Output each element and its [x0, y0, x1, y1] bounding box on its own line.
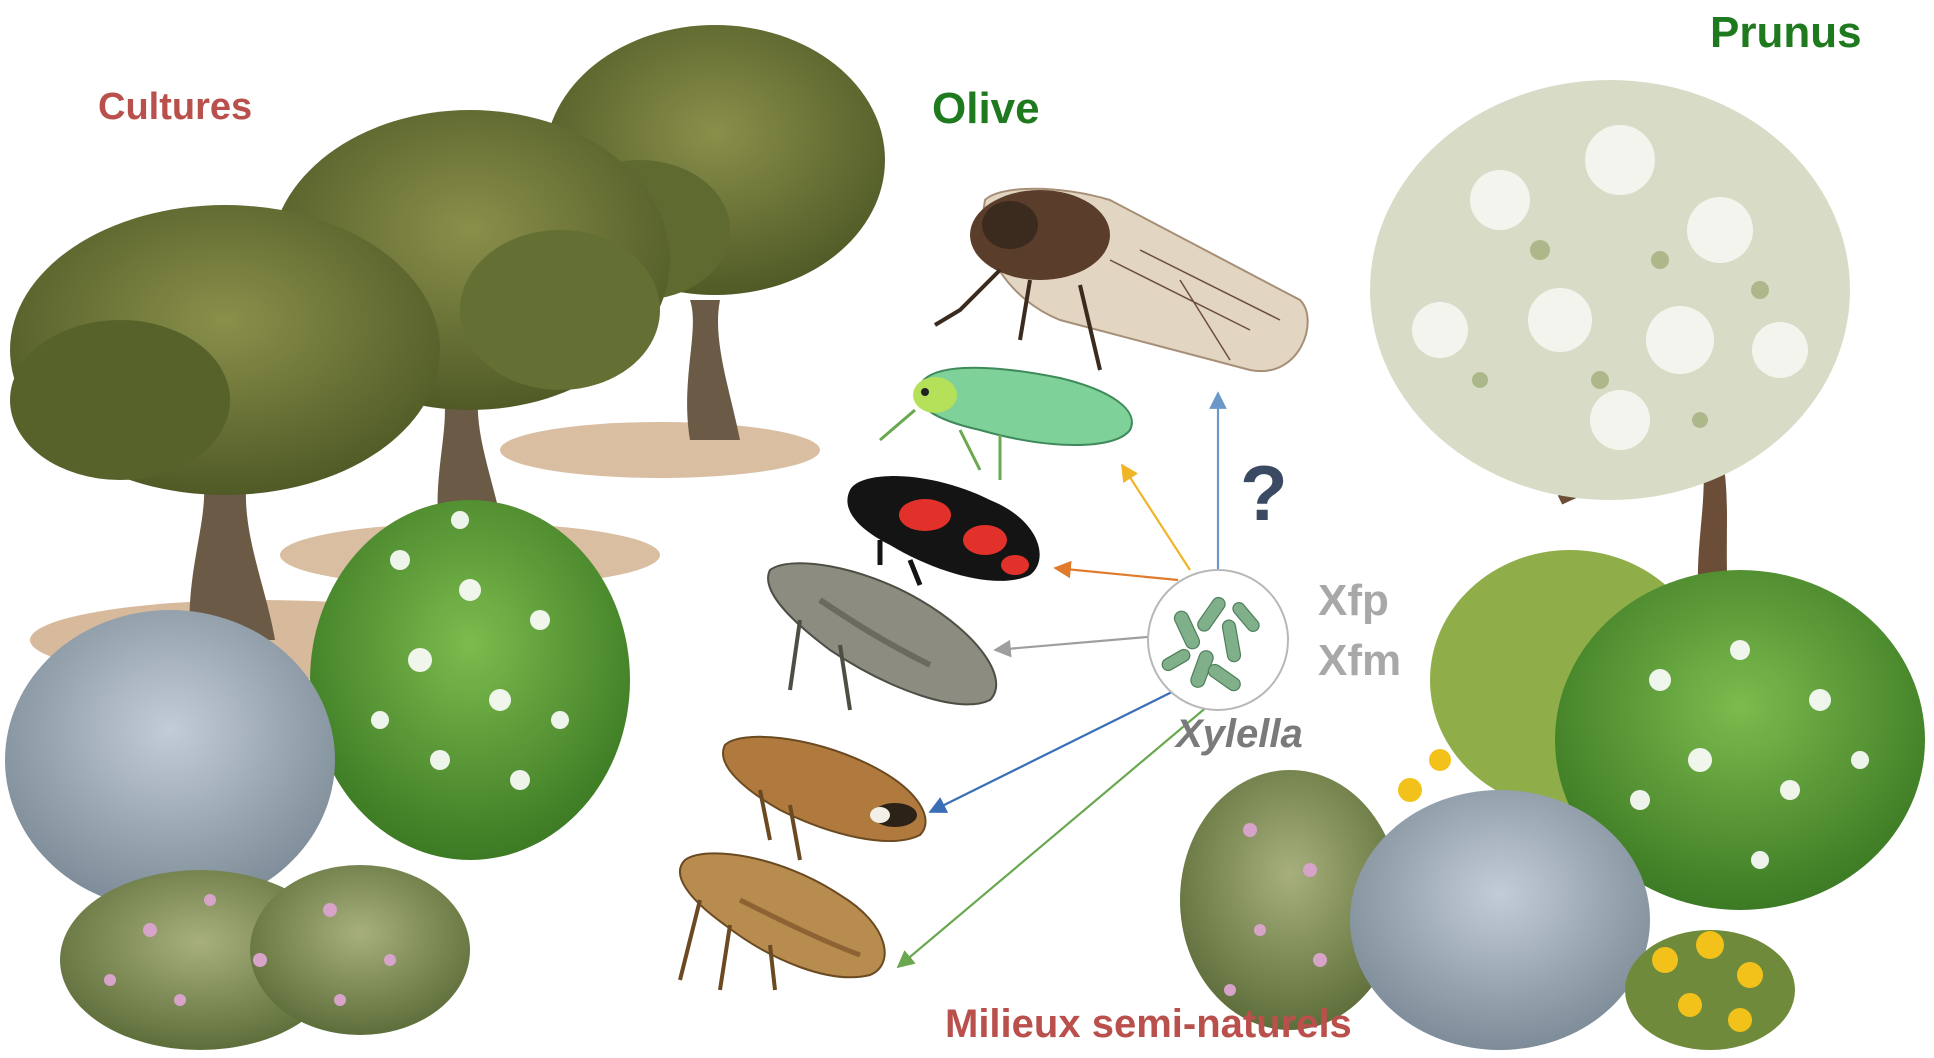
green-leafhopper-icon [880, 368, 1132, 480]
milieux-label: Milieux semi-naturels [945, 1002, 1352, 1047]
shrubs-left [5, 500, 630, 1050]
question-mark-label: ? [1240, 448, 1288, 539]
arrow-to-green-leafhopper [1122, 465, 1190, 570]
red-spittlebug-icon [847, 476, 1039, 585]
tan-spittlebug-icon [680, 853, 885, 990]
xfm-label: Xfm [1318, 636, 1401, 686]
arrow-to-brown-spittlebug [930, 688, 1180, 812]
bacteria-icon [1148, 570, 1288, 710]
xfp-label: Xfp [1318, 576, 1389, 626]
brown-spittlebug-icon [723, 737, 925, 860]
arrow-to-tan-spittlebug [898, 700, 1215, 967]
prunus-label: Prunus [1710, 8, 1862, 58]
xylella-label: Xylella [1176, 712, 1303, 757]
olive-label: Olive [932, 84, 1040, 134]
cicada-icon [935, 189, 1308, 371]
shrubs-right [1180, 550, 1925, 1050]
cultures-label: Cultures [98, 86, 252, 129]
arrow-to-red-spittlebug [1055, 568, 1178, 580]
arrow-to-grey-spittlebug [995, 635, 1170, 650]
grey-spittlebug-icon [768, 563, 996, 710]
prunus-tree [1370, 80, 1850, 610]
